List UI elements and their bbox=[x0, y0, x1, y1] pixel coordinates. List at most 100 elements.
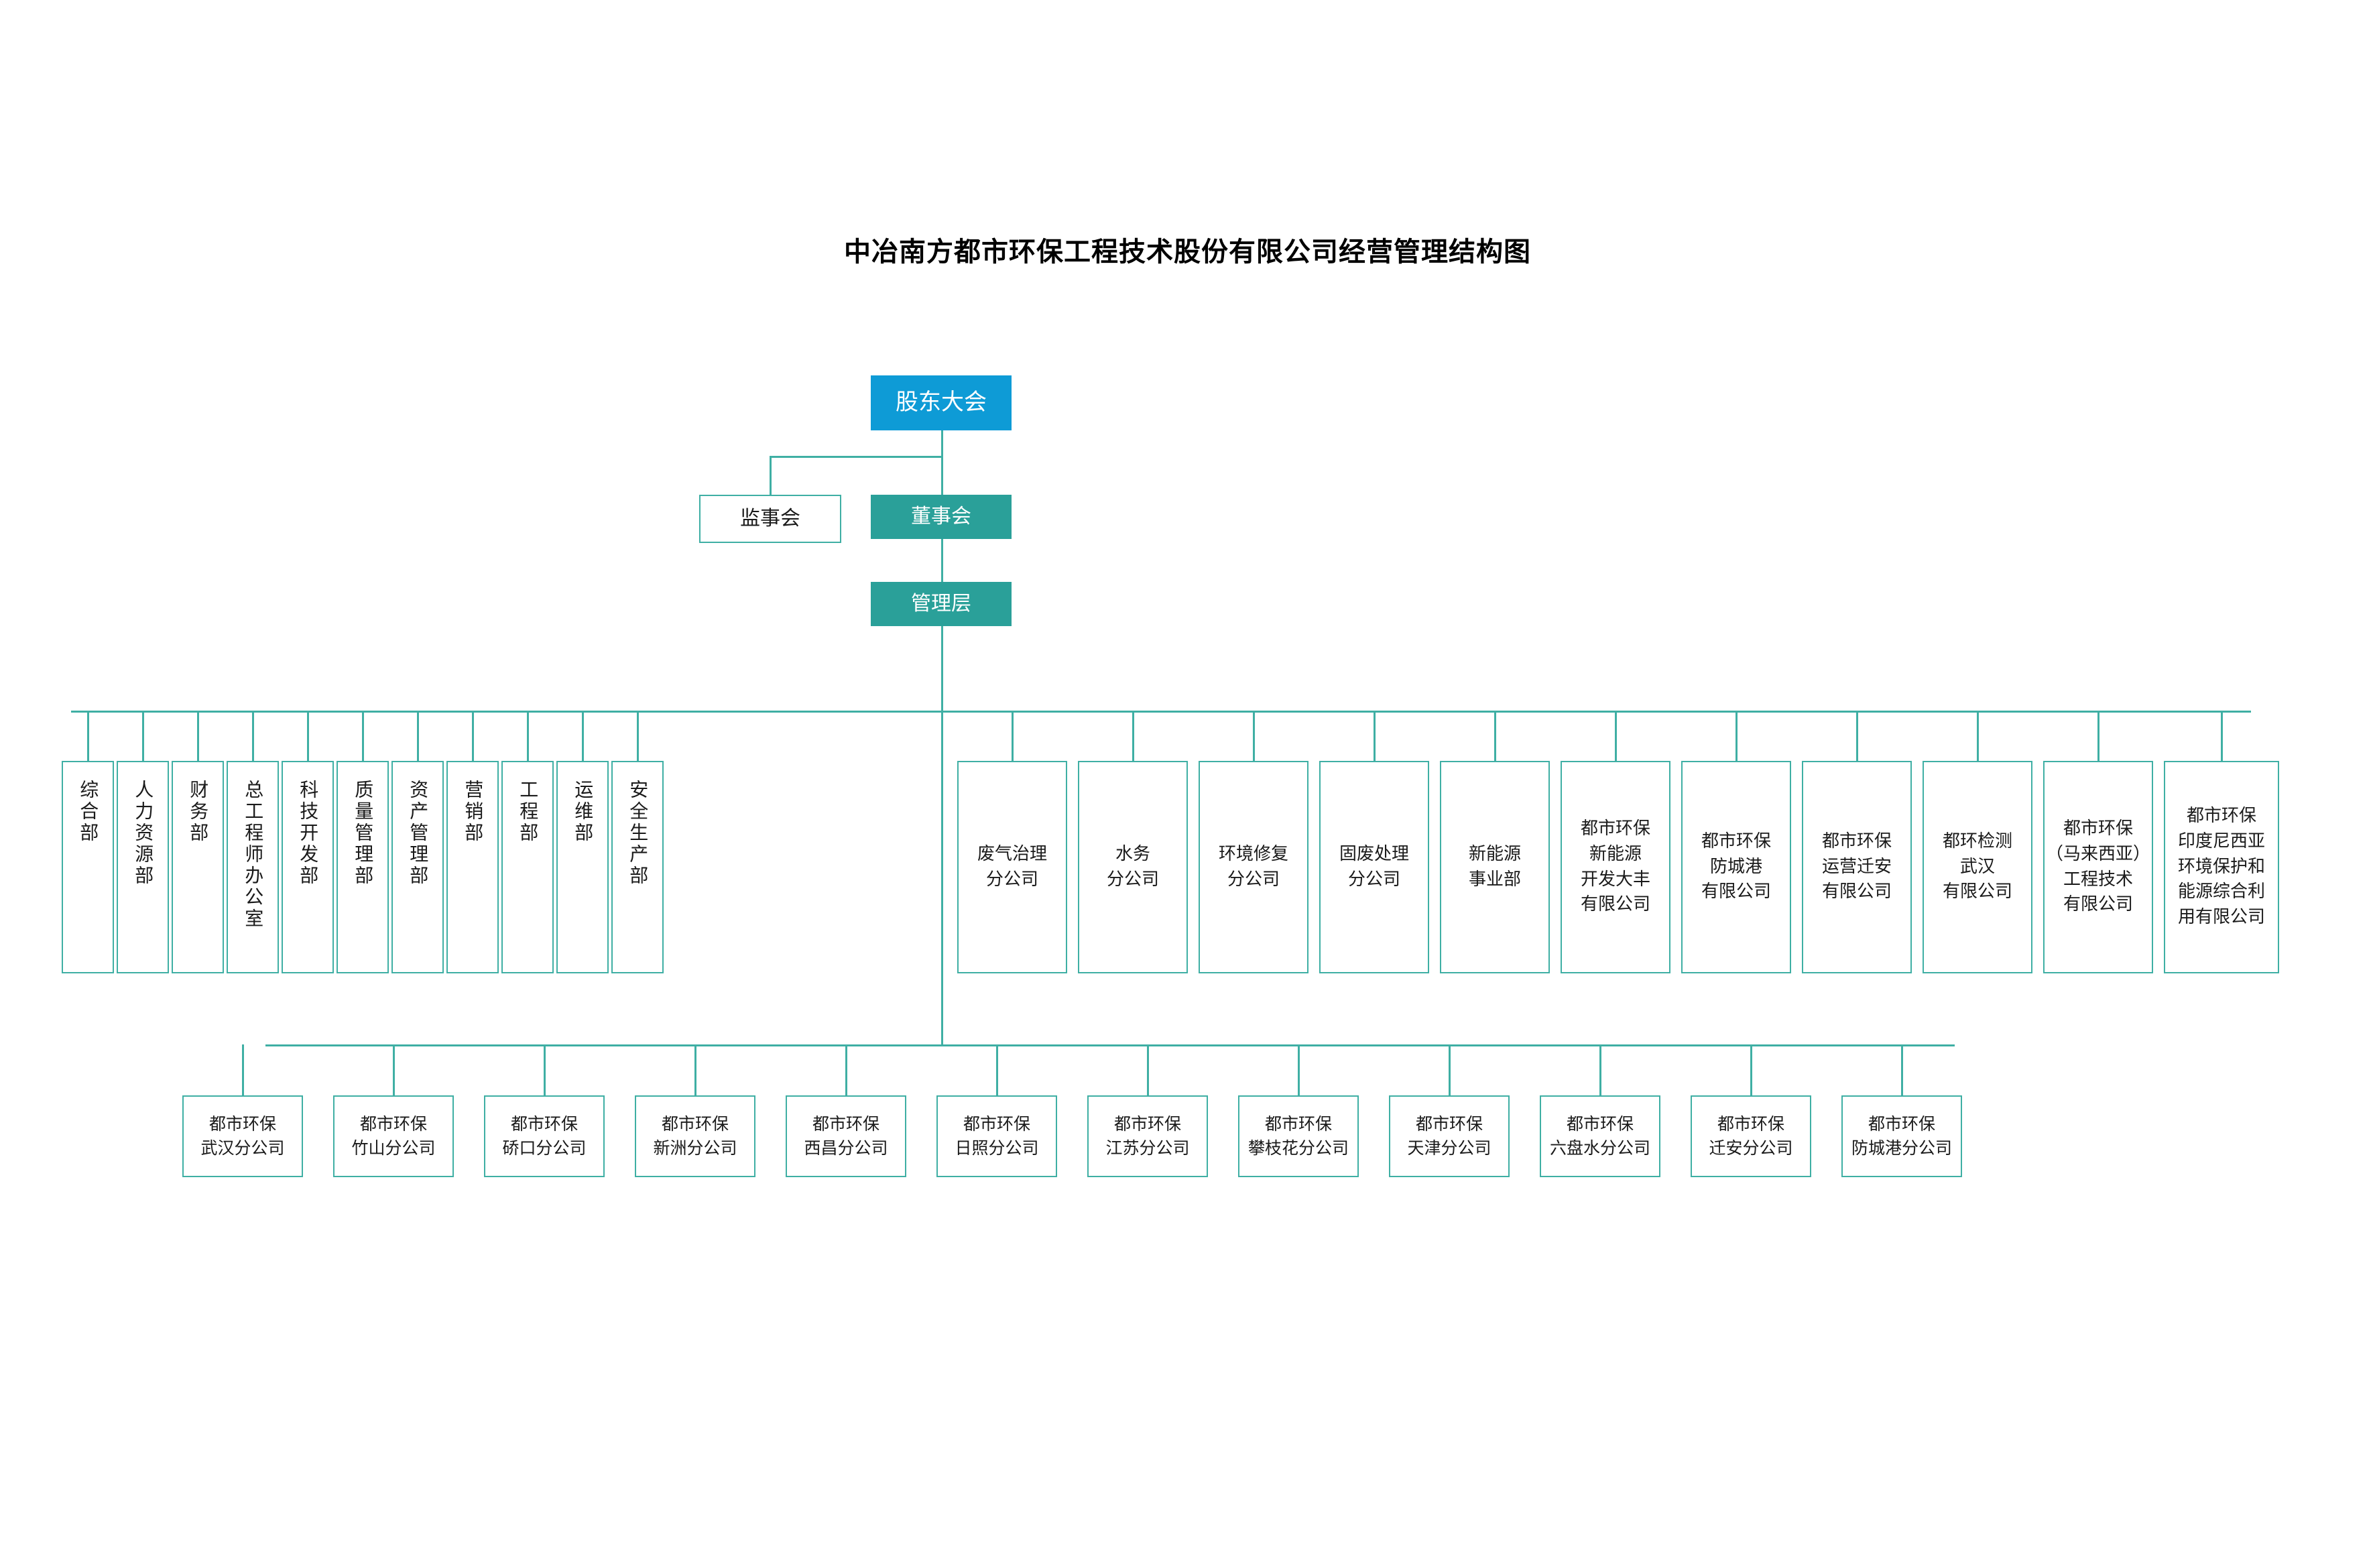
branch-node[interactable]: 都市环保 江苏分公司 bbox=[1087, 1095, 1208, 1177]
department-node[interactable]: 水务 分公司 bbox=[1078, 761, 1188, 973]
department-node[interactable]: 新能源 事业部 bbox=[1440, 761, 1550, 973]
branch-drop-line bbox=[543, 1044, 546, 1095]
department-node[interactable]: 废气治理 分公司 bbox=[957, 761, 1067, 973]
branch-node[interactable]: 都市环保 西昌分公司 bbox=[786, 1095, 906, 1177]
connector-supervisory-horizontal bbox=[770, 456, 943, 458]
department-drop-line bbox=[1494, 711, 1496, 761]
department-drop-line bbox=[581, 711, 584, 761]
department-node[interactable]: 综合部 bbox=[62, 761, 114, 973]
branch-drop-line bbox=[694, 1044, 696, 1095]
node-label: 董事会 bbox=[911, 505, 971, 529]
branch-drop-line bbox=[1900, 1044, 1903, 1095]
department-node-label: 财务部 bbox=[187, 780, 210, 844]
department-node-label: 废气治理 分公司 bbox=[977, 843, 1047, 890]
branch-bus-line bbox=[265, 1044, 1955, 1046]
department-node-label: 都市环保 防城港 有限公司 bbox=[1701, 831, 1771, 902]
department-node-label: 都市环保 （马来西亚） 工程技术 有限公司 bbox=[2045, 819, 2150, 915]
branch-node[interactable]: 都市环保 六盘水分公司 bbox=[1540, 1095, 1660, 1177]
department-drop-line bbox=[1976, 711, 1979, 761]
branch-drop-line bbox=[1146, 1044, 1149, 1095]
branch-node[interactable]: 都市环保 天津分公司 bbox=[1389, 1095, 1510, 1177]
branch-node-label: 都市环保 西昌分公司 bbox=[804, 1113, 888, 1158]
department-node-label: 都环检测 武汉 有限公司 bbox=[1942, 831, 2012, 902]
node-label: 监事会 bbox=[740, 507, 800, 531]
connector-shareholders-down bbox=[941, 429, 943, 503]
department-drop-line bbox=[306, 711, 309, 761]
department-node[interactable]: 都市环保 新能源 开发大丰 有限公司 bbox=[1561, 761, 1670, 973]
branch-drop-line bbox=[1297, 1044, 1300, 1095]
node-label: 股东大会 bbox=[896, 389, 987, 416]
department-drop-line bbox=[1011, 711, 1014, 761]
department-drop-line bbox=[196, 711, 199, 761]
branch-node-label: 都市环保 江苏分公司 bbox=[1105, 1113, 1190, 1158]
branch-node[interactable]: 都市环保 新洲分公司 bbox=[635, 1095, 755, 1177]
branch-drop-line bbox=[845, 1044, 847, 1095]
department-node-label: 科技开发部 bbox=[297, 780, 320, 887]
department-node-label: 都市环保 印度尼西亚 环境保护和 能源综合利 用有限公司 bbox=[2177, 806, 2265, 928]
node-management[interactable]: 管理层 bbox=[871, 582, 1012, 626]
department-node-label: 固废处理 分公司 bbox=[1339, 843, 1409, 890]
department-drop-line bbox=[2220, 711, 2223, 761]
branch-node-label: 都市环保 防城港分公司 bbox=[1851, 1113, 1952, 1158]
department-node[interactable]: 环境修复 分公司 bbox=[1199, 761, 1308, 973]
department-node[interactable]: 人力资源部 bbox=[117, 761, 169, 973]
department-drop-line bbox=[1373, 711, 1376, 761]
branch-node[interactable]: 都市环保 武汉分公司 bbox=[182, 1095, 303, 1177]
branch-node[interactable]: 都市环保 日照分公司 bbox=[936, 1095, 1057, 1177]
department-node[interactable]: 营销部 bbox=[446, 761, 499, 973]
department-drop-line bbox=[361, 711, 364, 761]
branch-drop-line bbox=[241, 1044, 244, 1095]
department-node-label: 资产管理部 bbox=[407, 780, 430, 887]
department-node-label: 综合部 bbox=[77, 780, 100, 844]
department-node[interactable]: 运维部 bbox=[556, 761, 609, 973]
branch-node[interactable]: 都市环保 硚口分公司 bbox=[484, 1095, 605, 1177]
node-supervisory-board[interactable]: 监事会 bbox=[699, 495, 841, 543]
branch-node-label: 都市环保 攀枝花分公司 bbox=[1247, 1113, 1349, 1158]
department-node-label: 安全生产部 bbox=[627, 780, 650, 887]
department-node[interactable]: 安全生产部 bbox=[611, 761, 664, 973]
department-drop-line bbox=[636, 711, 639, 761]
branch-node-label: 都市环保 天津分公司 bbox=[1407, 1113, 1491, 1158]
department-bus-line bbox=[71, 711, 2251, 713]
page-title: 中冶南方都市环保工程技术股份有限公司经营管理结构图 bbox=[844, 237, 1531, 267]
department-node[interactable]: 科技开发部 bbox=[282, 761, 334, 973]
department-node[interactable]: 都环检测 武汉 有限公司 bbox=[1923, 761, 2032, 973]
department-node-label: 环境修复 分公司 bbox=[1218, 843, 1288, 890]
branch-node[interactable]: 都市环保 攀枝花分公司 bbox=[1238, 1095, 1359, 1177]
connector-management-trunk bbox=[941, 623, 943, 1046]
branch-node-label: 都市环保 迁安分公司 bbox=[1709, 1113, 1793, 1158]
department-node[interactable]: 财务部 bbox=[172, 761, 224, 973]
branch-drop-line bbox=[1750, 1044, 1752, 1095]
department-drop-line bbox=[526, 711, 529, 761]
department-node[interactable]: 工程部 bbox=[501, 761, 554, 973]
department-node[interactable]: 固废处理 分公司 bbox=[1319, 761, 1429, 973]
department-node[interactable]: 都市环保 印度尼西亚 环境保护和 能源综合利 用有限公司 bbox=[2164, 761, 2279, 973]
department-drop-line bbox=[1132, 711, 1134, 761]
branch-node[interactable]: 都市环保 竹山分公司 bbox=[333, 1095, 454, 1177]
department-drop-line bbox=[471, 711, 474, 761]
department-drop-line bbox=[1614, 711, 1617, 761]
department-node-label: 运维部 bbox=[572, 780, 595, 844]
branch-drop-line bbox=[995, 1044, 998, 1095]
department-node[interactable]: 资产管理部 bbox=[391, 761, 444, 973]
department-node[interactable]: 都市环保 运营迁安 有限公司 bbox=[1802, 761, 1912, 973]
node-label: 管理层 bbox=[911, 592, 971, 616]
node-board-of-directors[interactable]: 董事会 bbox=[871, 495, 1012, 539]
department-node-label: 水务 分公司 bbox=[1106, 843, 1159, 890]
branch-node-label: 都市环保 竹山分公司 bbox=[351, 1113, 436, 1158]
department-node[interactable]: 总工程师办公室 bbox=[227, 761, 279, 973]
department-drop-line bbox=[1855, 711, 1858, 761]
department-node[interactable]: 都市环保 （马来西亚） 工程技术 有限公司 bbox=[2043, 761, 2153, 973]
department-node-label: 营销部 bbox=[462, 780, 485, 844]
department-node[interactable]: 质量管理部 bbox=[337, 761, 389, 973]
department-node-label: 人力资源部 bbox=[132, 780, 155, 887]
branch-node-label: 都市环保 武汉分公司 bbox=[200, 1113, 285, 1158]
branch-node[interactable]: 都市环保 迁安分公司 bbox=[1691, 1095, 1811, 1177]
department-node[interactable]: 都市环保 防城港 有限公司 bbox=[1681, 761, 1791, 973]
node-shareholders-meeting[interactable]: 股东大会 bbox=[871, 375, 1012, 430]
branch-node[interactable]: 都市环保 防城港分公司 bbox=[1841, 1095, 1962, 1177]
connector-board-management bbox=[941, 536, 943, 583]
department-node-label: 工程部 bbox=[517, 780, 540, 844]
department-drop-line bbox=[2097, 711, 2099, 761]
